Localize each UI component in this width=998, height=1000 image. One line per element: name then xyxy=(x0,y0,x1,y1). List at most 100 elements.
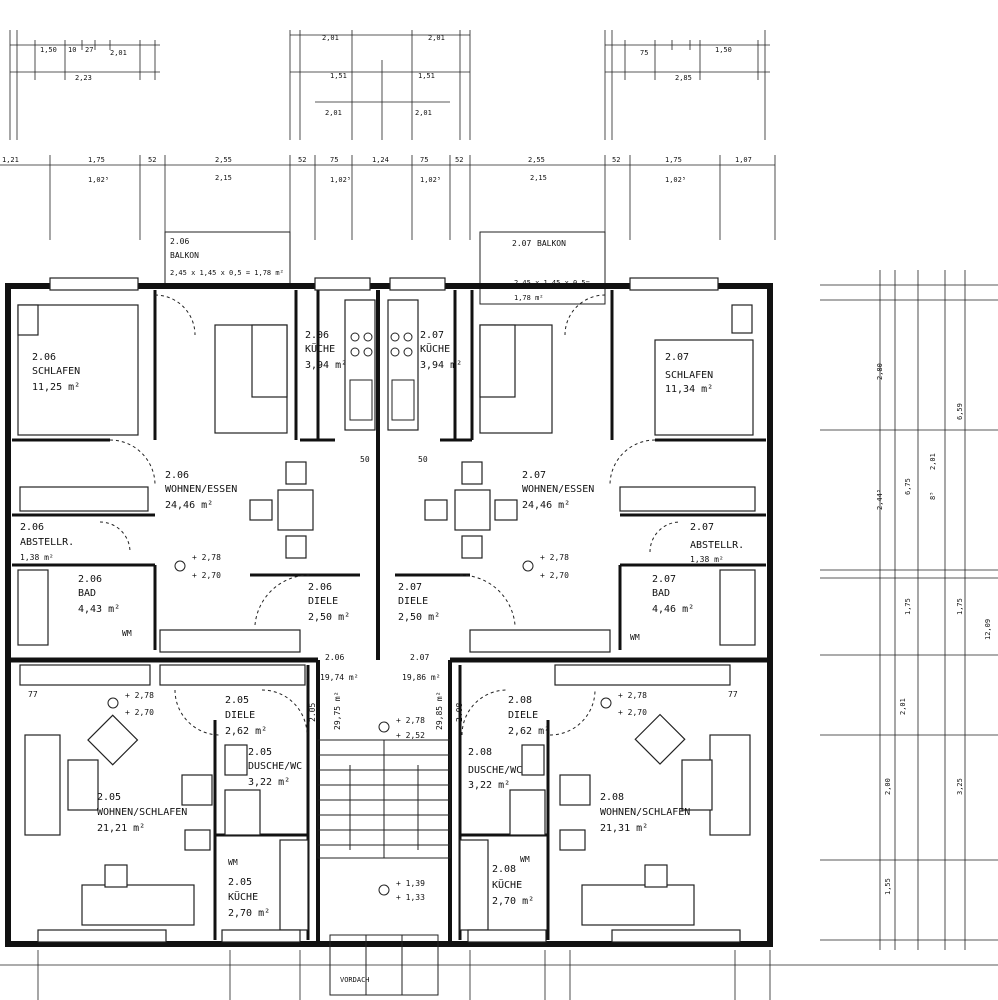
dim-label: 1,50 xyxy=(715,46,732,54)
wm-label: WM xyxy=(228,858,238,867)
room-name: DUSCHE/WC xyxy=(468,765,522,776)
dim-label: 2.08 xyxy=(455,703,464,722)
room-name: WOHNEN/SCHLAFEN xyxy=(600,807,690,818)
furniture-upper xyxy=(17,299,756,653)
room-number: 2.08 xyxy=(508,695,532,706)
room-name: BALKON xyxy=(537,239,566,248)
misc-labels: 2.06 19,74 m² 2.07 19,86 m² 29,75 m² 29,… xyxy=(28,455,738,867)
room-area: 24,46 m² xyxy=(522,500,570,511)
dim-label: 50 xyxy=(418,455,428,464)
level-label: + 1,33 xyxy=(396,893,425,902)
room-name: WOHNEN/ESSEN xyxy=(165,484,237,495)
dim-label: 77 xyxy=(728,690,738,699)
room-name: WOHNEN/ESSEN xyxy=(522,484,594,495)
level-label: + 2,70 xyxy=(618,708,647,717)
dim-label: 1,55 xyxy=(884,878,892,895)
dim-label: 12,09 xyxy=(984,619,992,640)
dim-label: 50 xyxy=(360,455,370,464)
room-area: 1,38 m² xyxy=(20,553,54,562)
top-dimension-labels: 1,50 10 27 2,01 2,23 2,01 2,01 1,51 1,51… xyxy=(2,34,752,184)
stair-area: 19,74 m² xyxy=(320,673,359,682)
room-area: 21,21 m² xyxy=(97,823,145,834)
room-name: KÜCHE xyxy=(492,878,522,891)
level-label: + 2,78 xyxy=(540,553,569,562)
dim-label: 1,21 xyxy=(2,156,19,164)
dim-label: 2,55 xyxy=(528,156,545,164)
room-name: SCHLAFEN xyxy=(32,366,80,377)
room-area: 21,31 m² xyxy=(600,823,648,834)
dim-label: 1,50 xyxy=(40,46,57,54)
room-area: 2,45 x 1,45 x 0,5 = 1,78 m² xyxy=(170,269,284,277)
stair-area: 19,86 m² xyxy=(402,673,441,682)
dim-label: 75 xyxy=(330,156,338,164)
level-label: + 2,78 xyxy=(192,553,221,562)
room-area: 2,62 m² xyxy=(508,726,550,737)
wm-label: WM xyxy=(122,629,132,638)
dim-label: 3,25 xyxy=(956,778,964,795)
room-area: 2,50 m² xyxy=(308,612,350,623)
room-number: 2.06 xyxy=(32,352,56,363)
balcony-206: 2.06 BALKON 2,45 x 1,45 x 0,5 = 1,78 m² xyxy=(164,231,291,285)
room-number: 2.07 xyxy=(665,352,689,363)
dim-label: 1,51 xyxy=(418,72,435,80)
room-area: 11,34 m² xyxy=(665,384,713,395)
level-label: + 1,39 xyxy=(396,879,425,888)
room-number: 2.07 xyxy=(398,582,422,593)
dim-label: 2,01 xyxy=(322,34,339,42)
vordach-label: VORDACH xyxy=(340,976,370,984)
room-area: 2,70 m² xyxy=(492,896,534,907)
dim-label: 2,80 xyxy=(876,363,884,380)
room-number: 2.07 xyxy=(652,574,676,585)
balcony-207: 2.07 BALKON 2,45 x 1,45 x 0,5= 1,78 m² xyxy=(479,231,606,305)
dim-label: 75 xyxy=(640,49,648,57)
dim-label: 1,02⁵ xyxy=(665,176,686,184)
level-label: + 2,78 xyxy=(396,716,425,725)
dim-label: 52 xyxy=(455,156,463,164)
wm-label: WM xyxy=(630,633,640,642)
stair-number: 2.06 xyxy=(325,653,344,662)
room-name: KÜCHE xyxy=(228,890,258,903)
level-label: + 2,70 xyxy=(192,571,221,580)
level-label: + 2,70 xyxy=(540,571,569,580)
room-name: KÜCHE xyxy=(305,342,335,355)
room-number: 2.07 xyxy=(420,330,444,341)
room-number: 2.06 xyxy=(305,330,329,341)
dim-label: 1,75 xyxy=(904,598,912,615)
dim-label: 6,75 xyxy=(904,478,912,495)
room-area: 1,78 m² xyxy=(514,294,544,302)
bottom-dimension-lines xyxy=(0,950,998,1000)
room-name: ABSTELLR. xyxy=(690,540,744,551)
room-area: 3,22 m² xyxy=(468,780,510,791)
room-name: BALKON xyxy=(170,251,199,260)
room-number: 2.08 xyxy=(600,792,624,803)
section-view xyxy=(820,270,998,950)
room-name: WOHNEN/SCHLAFEN xyxy=(97,807,187,818)
dim-label: 29,85 m² xyxy=(435,691,444,730)
room-name: BAD xyxy=(78,588,96,599)
dim-label: 27 xyxy=(85,46,93,54)
room-number: 2.07 xyxy=(690,522,714,533)
room-name: DIELE xyxy=(398,596,428,607)
dim-label: 2,15 xyxy=(530,174,547,182)
room-area: 4,43 m² xyxy=(78,604,120,615)
dim-label: 1,24 xyxy=(372,156,389,164)
room-name: SCHLAFEN xyxy=(665,370,713,381)
dim-label: 2,01 xyxy=(929,453,937,470)
dim-label: 6,59 xyxy=(956,403,964,420)
dim-label: 52 xyxy=(148,156,156,164)
dim-label: 1,51 xyxy=(330,72,347,80)
dim-label: 2,01 xyxy=(325,109,342,117)
dim-label: 1,75 xyxy=(88,156,105,164)
room-number: 2.05 xyxy=(228,877,252,888)
room-name: DIELE xyxy=(308,596,338,607)
stair-number: 2.07 xyxy=(410,653,429,662)
room-number: 2.06 xyxy=(20,522,44,533)
dim-label: 1,02⁵ xyxy=(330,176,351,184)
room-number: 2.06 xyxy=(78,574,102,585)
room-area: 24,46 m² xyxy=(165,500,213,511)
level-markers: + 2,78 + 2,70 + 2,78 + 2,70 + 2,78 + 2,7… xyxy=(107,553,647,902)
room-name: BAD xyxy=(652,588,670,599)
room-name: DUSCHE/WC xyxy=(248,761,302,772)
room-area: 3,94 m² xyxy=(420,360,462,371)
